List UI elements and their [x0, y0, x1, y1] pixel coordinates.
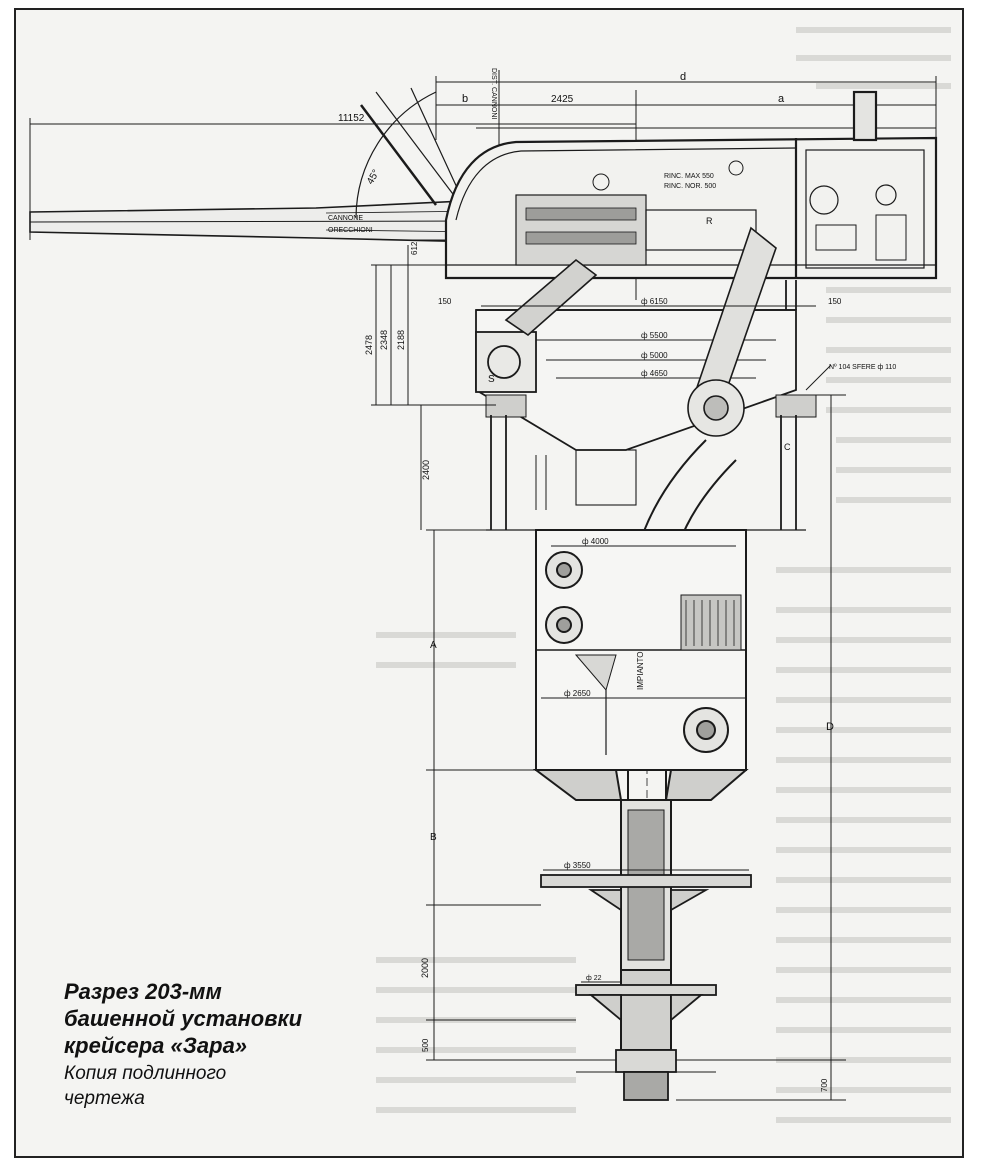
- label-impianto: IMPIANTO: [636, 651, 645, 690]
- barbette-trunk: [533, 529, 749, 801]
- dim-dist-cannoni: DIST. CANNONI: [490, 68, 497, 119]
- dim-a: a: [778, 93, 785, 105]
- caption-title: Разрез 203-мм башенной установки крейсер…: [64, 979, 303, 1058]
- dim-2425: 2425: [551, 94, 574, 105]
- dim-500: 500: [421, 1038, 430, 1052]
- letter-d: D: [826, 721, 834, 733]
- caption-subtitle: Копия подлинного чертежа: [64, 1063, 227, 1109]
- figure-caption: Разрез 203-мм башенной установки крейсер…: [64, 978, 384, 1111]
- dim-diam-5500: ф 5500: [641, 331, 668, 340]
- dim-diam-3550: ф 3550: [564, 861, 591, 870]
- dim-diam-4650: ф 4650: [641, 369, 668, 378]
- dim-b: b: [462, 93, 468, 105]
- label-elev-max: RINC. MAX 550: [664, 173, 714, 180]
- drawing-frame: d b a 2425 11152 DIST. CANNONI 45° RINC.…: [14, 8, 964, 1158]
- label-angle: 45°: [365, 168, 382, 187]
- right-dimensions: [676, 364, 846, 1101]
- label-elev-norm: RINC. NOR. 500: [664, 183, 716, 190]
- dim-150-right: 150: [828, 297, 842, 306]
- dim-2000: 2000: [420, 958, 430, 978]
- dim-700: 700: [820, 1078, 829, 1092]
- dim-2478: 2478: [364, 335, 374, 355]
- dim-diam-5000: ф 5000: [641, 351, 668, 360]
- diameter-dimensions: [481, 305, 816, 983]
- turret-housing: [444, 90, 938, 280]
- dim-612: 612: [410, 241, 419, 255]
- label-orecchioni: ORECCHIONI: [328, 227, 373, 234]
- loading-mechanism: [504, 226, 777, 510]
- gun-barrel: [29, 199, 487, 243]
- letter-c: C: [784, 442, 791, 452]
- background-text-lines: [376, 27, 951, 1123]
- dim-diam-22: ф 22: [586, 975, 602, 982]
- label-r-mark: R: [706, 216, 713, 226]
- dim-d: d: [680, 71, 686, 83]
- label-cannone: CANNONE: [328, 215, 363, 222]
- letter-b: B: [430, 832, 437, 843]
- dim-diam-6150: ф 6150: [641, 297, 668, 306]
- drawing-labels: d b a 2425 11152 DIST. CANNONI 45° RINC.…: [328, 68, 896, 1092]
- dim-2188: 2188: [396, 330, 406, 350]
- letter-a: A: [430, 640, 437, 651]
- dim-150-left: 150: [438, 297, 452, 306]
- dim-diam-4000: ф 4000: [582, 537, 609, 546]
- dim-2348: 2348: [379, 330, 389, 350]
- dim-2400: 2400: [421, 460, 431, 480]
- lower-platforms: [540, 874, 752, 1101]
- left-dimensions: [371, 239, 616, 1061]
- label-s-mark: S: [488, 374, 495, 385]
- turret-section-drawing: d b a 2425 11152 DIST. CANNONI 45° RINC.…: [29, 27, 951, 1123]
- label-spheres: Nº 104 SFERE ф 110: [829, 364, 896, 371]
- dim-barrel-length: 11152: [338, 113, 365, 124]
- dim-diam-2650: ф 2650: [564, 689, 591, 698]
